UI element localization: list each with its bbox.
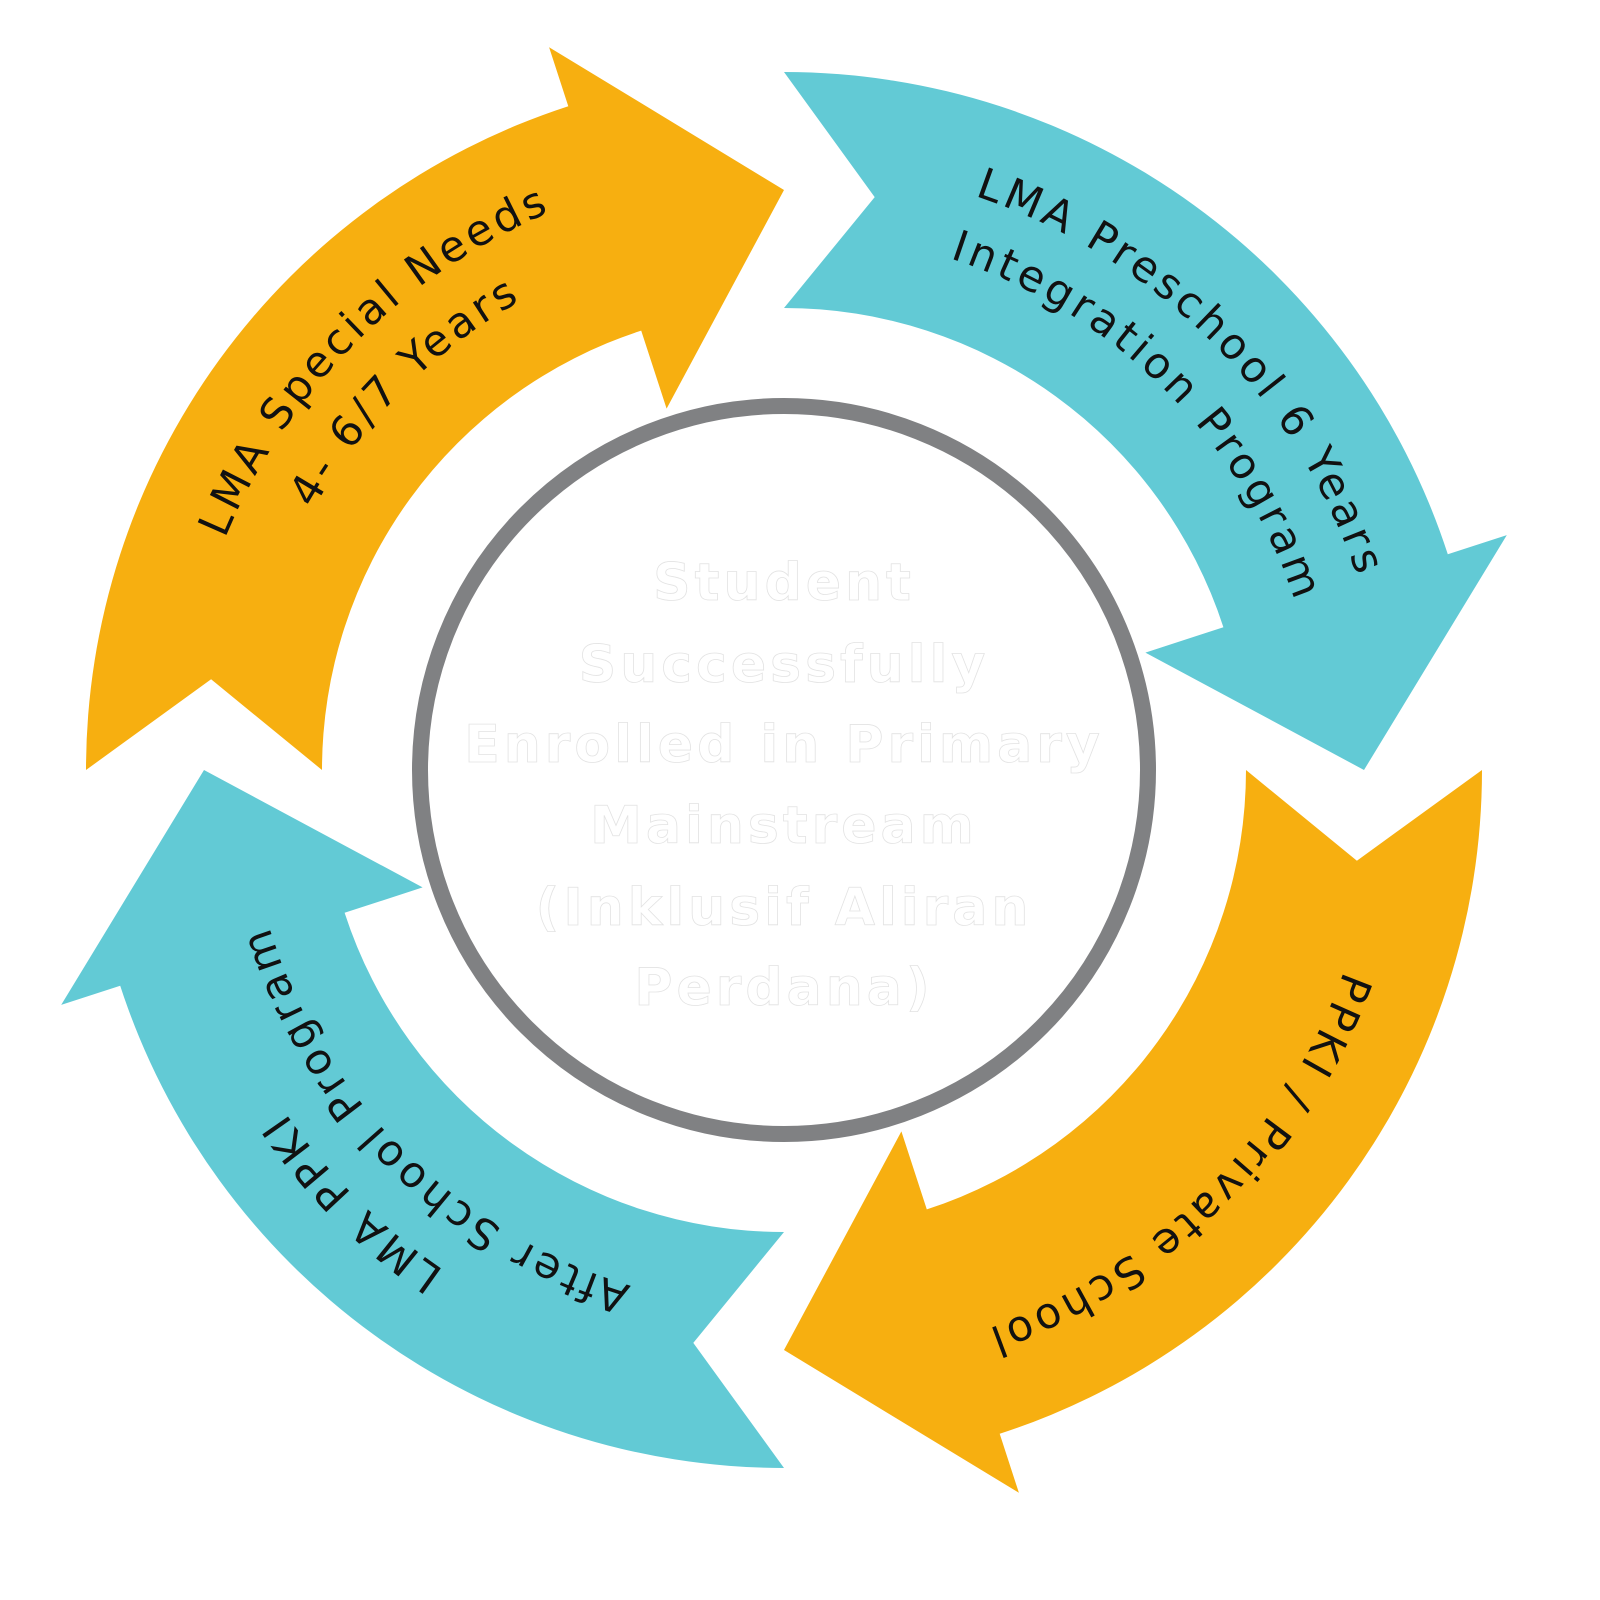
center-line-4: Mainstream bbox=[590, 796, 978, 856]
arrow-shape bbox=[784, 72, 1507, 770]
arrow-shape bbox=[784, 770, 1482, 1493]
center-line-5: (Inklusif Aliran bbox=[536, 878, 1033, 938]
arrow-shape bbox=[61, 770, 784, 1468]
center-text: Student Successfully Enrolled in Primary… bbox=[464, 553, 1104, 1019]
center-line-3: Enrolled in Primary bbox=[464, 715, 1104, 775]
center-line-6: Perdana) bbox=[634, 958, 933, 1018]
center-circle bbox=[412, 398, 1156, 1142]
arrow-shape bbox=[86, 47, 784, 770]
center-line-1: Student bbox=[653, 553, 915, 613]
center-line-2: Successfully bbox=[579, 635, 989, 695]
